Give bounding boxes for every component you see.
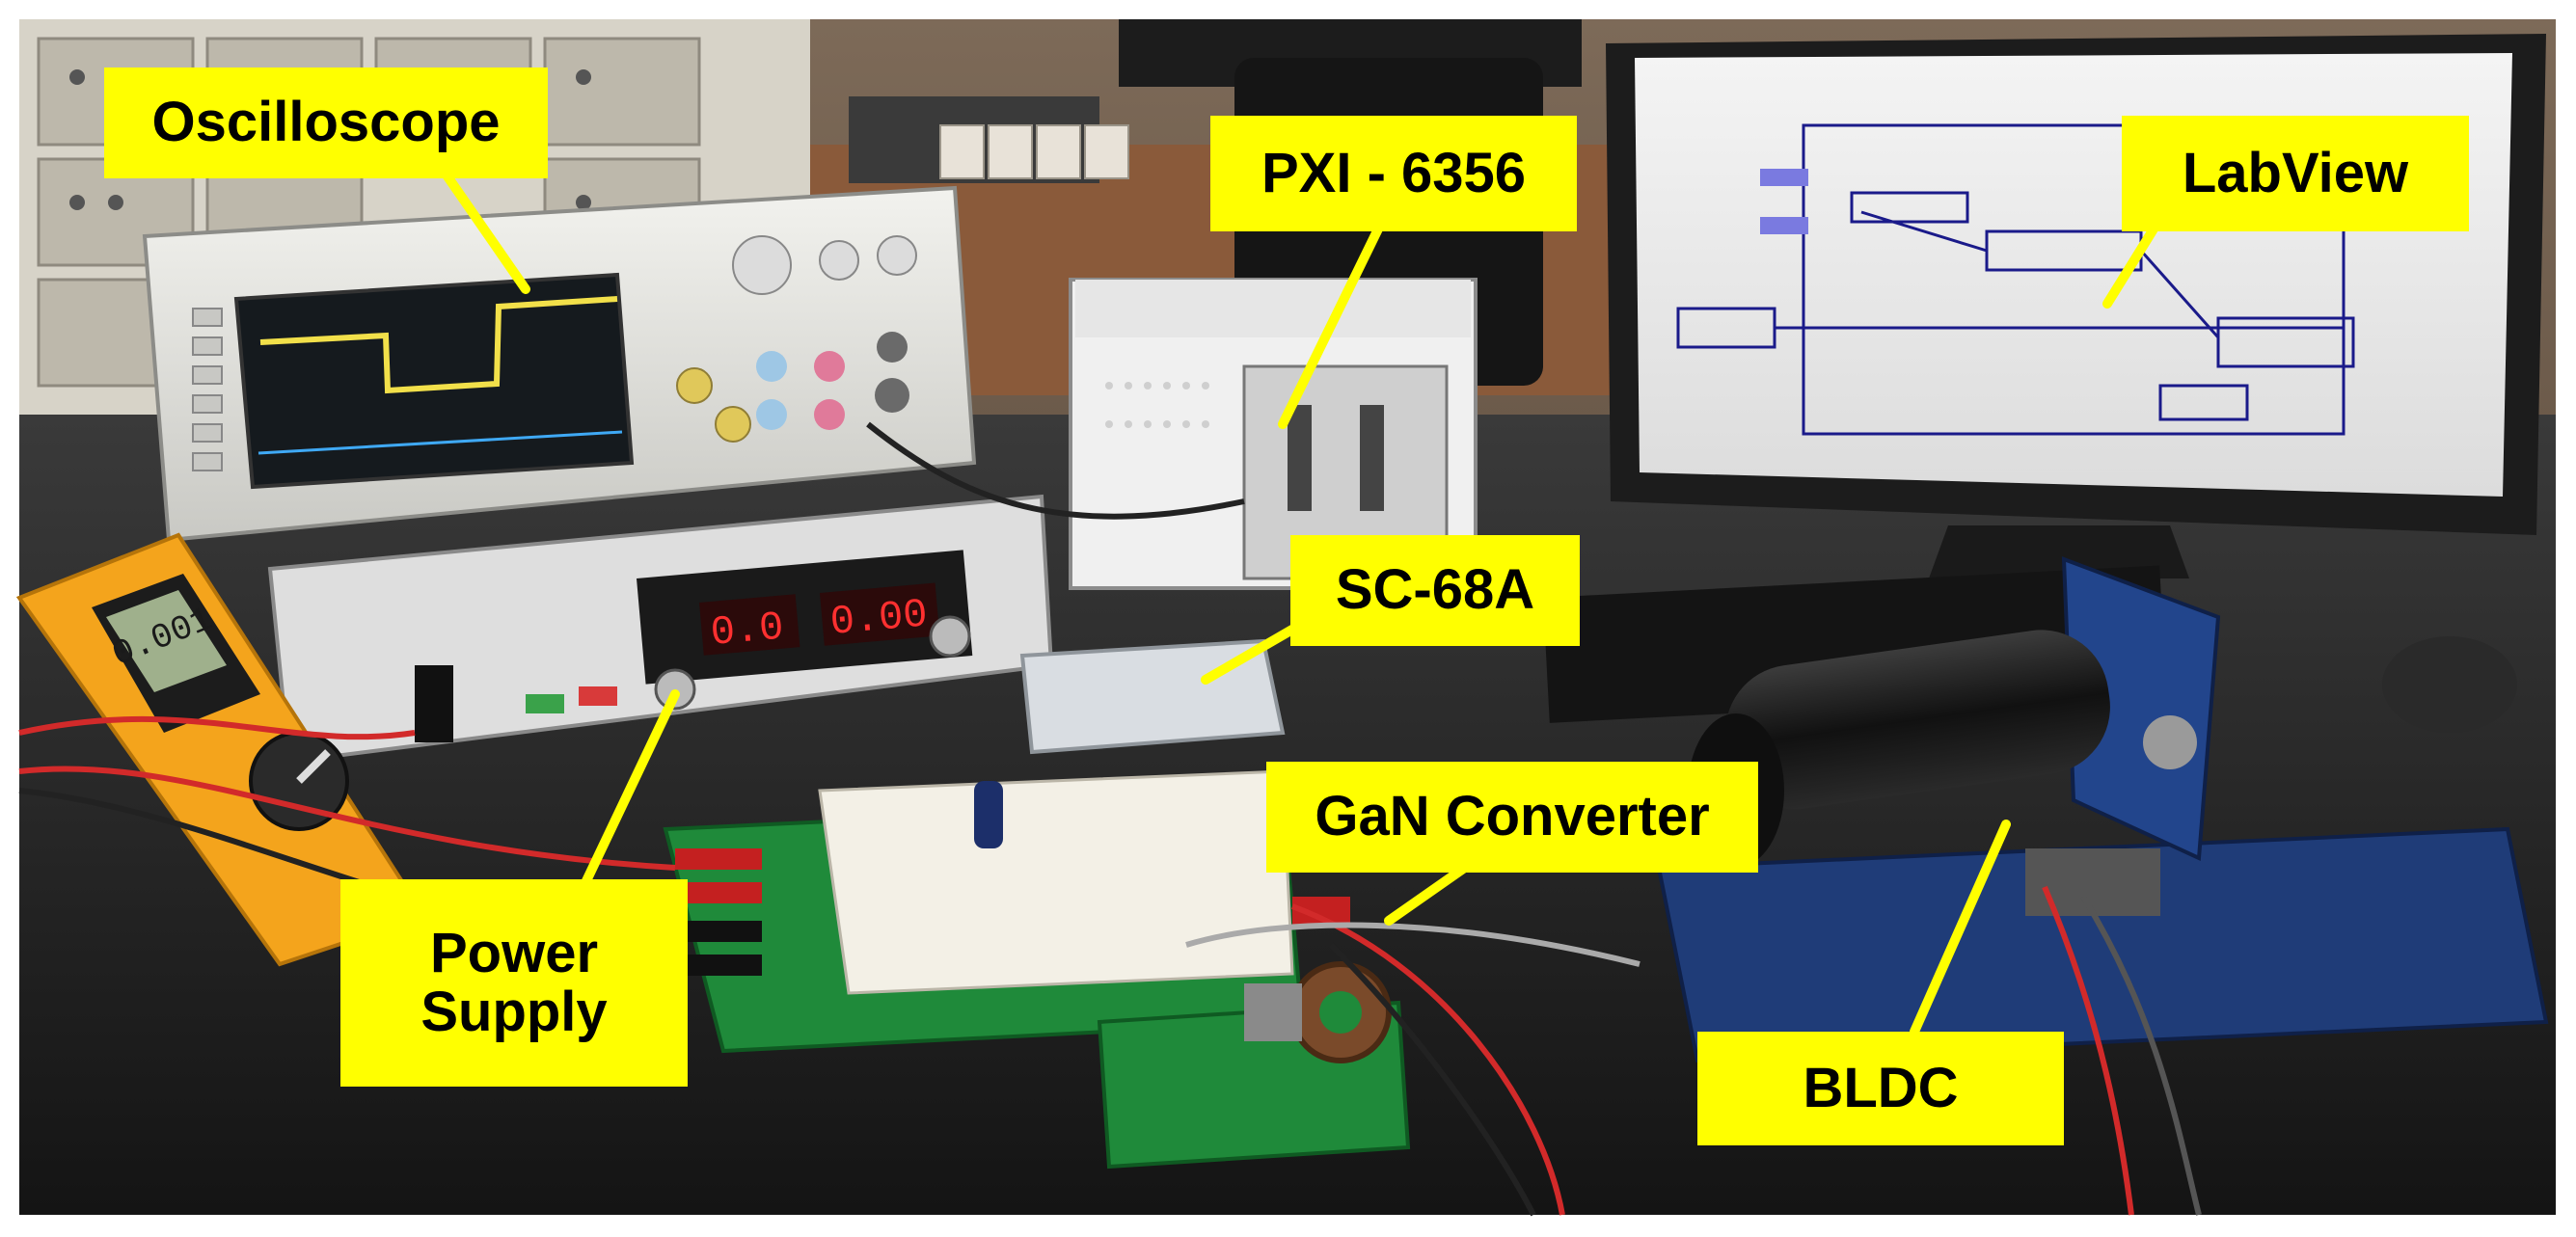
psu-current-display: 0.00 (828, 591, 930, 646)
label-sc-68a: SC-68A (1290, 535, 1580, 646)
mouse (2382, 636, 2517, 733)
label-power-supply: Power Supply (340, 879, 688, 1087)
multimeter: 0.001 (15, 532, 428, 967)
gan-converter-board (663, 769, 1411, 1170)
bldc-motor (1656, 556, 2549, 1063)
oscilloscope-waveform (259, 296, 618, 394)
label-labview: LabView (2122, 116, 2469, 231)
label-gan-converter: GaN Converter (1266, 762, 1758, 873)
label-pxi-6356: PXI - 6356 (1210, 116, 1577, 231)
label-bldc: BLDC (1697, 1032, 2064, 1145)
labview-block-diagram (1676, 123, 2355, 436)
oscilloscope-screen (233, 272, 635, 490)
psu-voltage-display: 0.0 (709, 605, 786, 657)
pxi-chassis (1069, 278, 1478, 590)
breadboard (818, 769, 1294, 995)
oscilloscope (142, 185, 977, 543)
label-oscilloscope: Oscilloscope (104, 67, 548, 178)
